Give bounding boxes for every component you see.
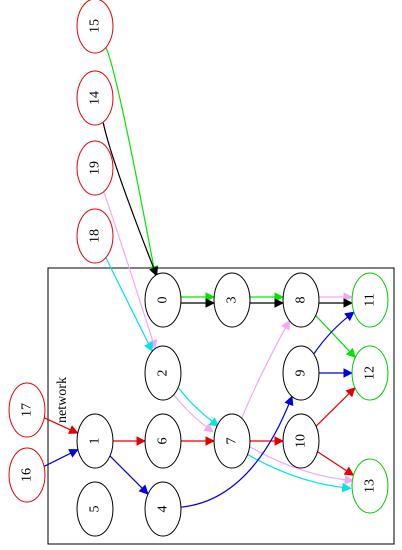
node-2-label: 2 (156, 370, 171, 377)
node-16-label: 16 (20, 468, 35, 482)
node-8-label: 8 (294, 297, 309, 304)
node-19-shape (76, 140, 114, 196)
node-14: 14 (76, 70, 114, 126)
node-10-shape (282, 413, 320, 469)
node-12: 12 (351, 345, 389, 401)
node-12-shape (351, 345, 389, 401)
node-6-shape (144, 413, 182, 469)
node-2-shape (144, 345, 182, 401)
node-15-shape (76, 0, 114, 54)
node-17: 17 (8, 382, 46, 438)
edge-18-to-2 (105, 257, 153, 353)
edge-2-to-7 (172, 393, 214, 433)
edge-7-to-8 (241, 319, 290, 419)
node-1-shape (76, 413, 114, 469)
edge-16-to-1 (43, 449, 79, 467)
node-18-label: 18 (88, 229, 103, 243)
node-18-shape (76, 208, 114, 264)
edge-19-to-2 (103, 191, 158, 350)
cluster-network-box (47, 267, 395, 545)
node-3-shape (213, 272, 251, 328)
node-5: 5 (76, 481, 114, 537)
node-0-shape (144, 272, 182, 328)
node-5-label: 5 (88, 506, 103, 513)
node-2: 2 (144, 345, 182, 401)
node-9-shape (282, 345, 320, 401)
node-17-shape (8, 382, 46, 438)
edge-10-to-13 (317, 451, 355, 476)
node-7-shape (213, 413, 251, 469)
node-0-label: 0 (156, 297, 171, 304)
node-1: 1 (76, 413, 114, 469)
node-19: 19 (76, 140, 114, 196)
node-4-shape (144, 481, 182, 537)
node-13-shape (351, 458, 389, 514)
node-18: 18 (76, 208, 114, 264)
node-19-label: 19 (88, 161, 103, 175)
cluster-network-label: network (55, 377, 70, 423)
edge-9-to-11 (313, 311, 355, 355)
edge-4-to-9 (180, 395, 294, 508)
edge-8-to-12 (315, 315, 356, 359)
node-7-label: 7 (225, 438, 240, 445)
node-3: 3 (213, 272, 251, 328)
node-13: 13 (351, 458, 389, 514)
edge-2-to-7 (178, 388, 220, 427)
node-7: 7 (213, 413, 251, 469)
node-16-shape (8, 447, 46, 503)
node-14-shape (76, 70, 114, 126)
node-6: 6 (144, 413, 182, 469)
edge-1-to-4 (109, 455, 149, 495)
edge-17-to-1 (43, 417, 79, 434)
edges-layer (43, 45, 356, 508)
node-0: 0 (144, 272, 182, 328)
node-1-label: 1 (88, 438, 103, 445)
node-10: 10 (282, 413, 320, 469)
node-11-shape (351, 272, 389, 328)
node-14-label: 14 (88, 91, 103, 105)
node-13-label: 13 (363, 479, 378, 493)
node-11-label: 11 (363, 293, 378, 306)
node-4-label: 4 (156, 506, 171, 513)
node-17-label: 17 (20, 403, 35, 417)
node-11: 11 (351, 272, 389, 328)
node-3-label: 3 (225, 297, 240, 304)
node-10-label: 10 (294, 434, 309, 448)
node-8-shape (282, 272, 320, 328)
node-8: 8 (282, 272, 320, 328)
node-9-label: 9 (294, 370, 309, 377)
node-9: 9 (282, 345, 320, 401)
edge-15-to-0 (104, 45, 159, 276)
node-15: 15 (76, 0, 114, 54)
node-5-shape (76, 481, 114, 537)
edge-10-to-12 (315, 387, 356, 427)
node-12-label: 12 (363, 366, 378, 380)
edge-14-to-0 (102, 122, 159, 277)
node-4: 4 (144, 481, 182, 537)
node-16: 16 (8, 447, 46, 503)
node-15-label: 15 (88, 19, 103, 33)
node-6-label: 6 (156, 438, 171, 445)
edge-7-to-13 (249, 446, 355, 485)
